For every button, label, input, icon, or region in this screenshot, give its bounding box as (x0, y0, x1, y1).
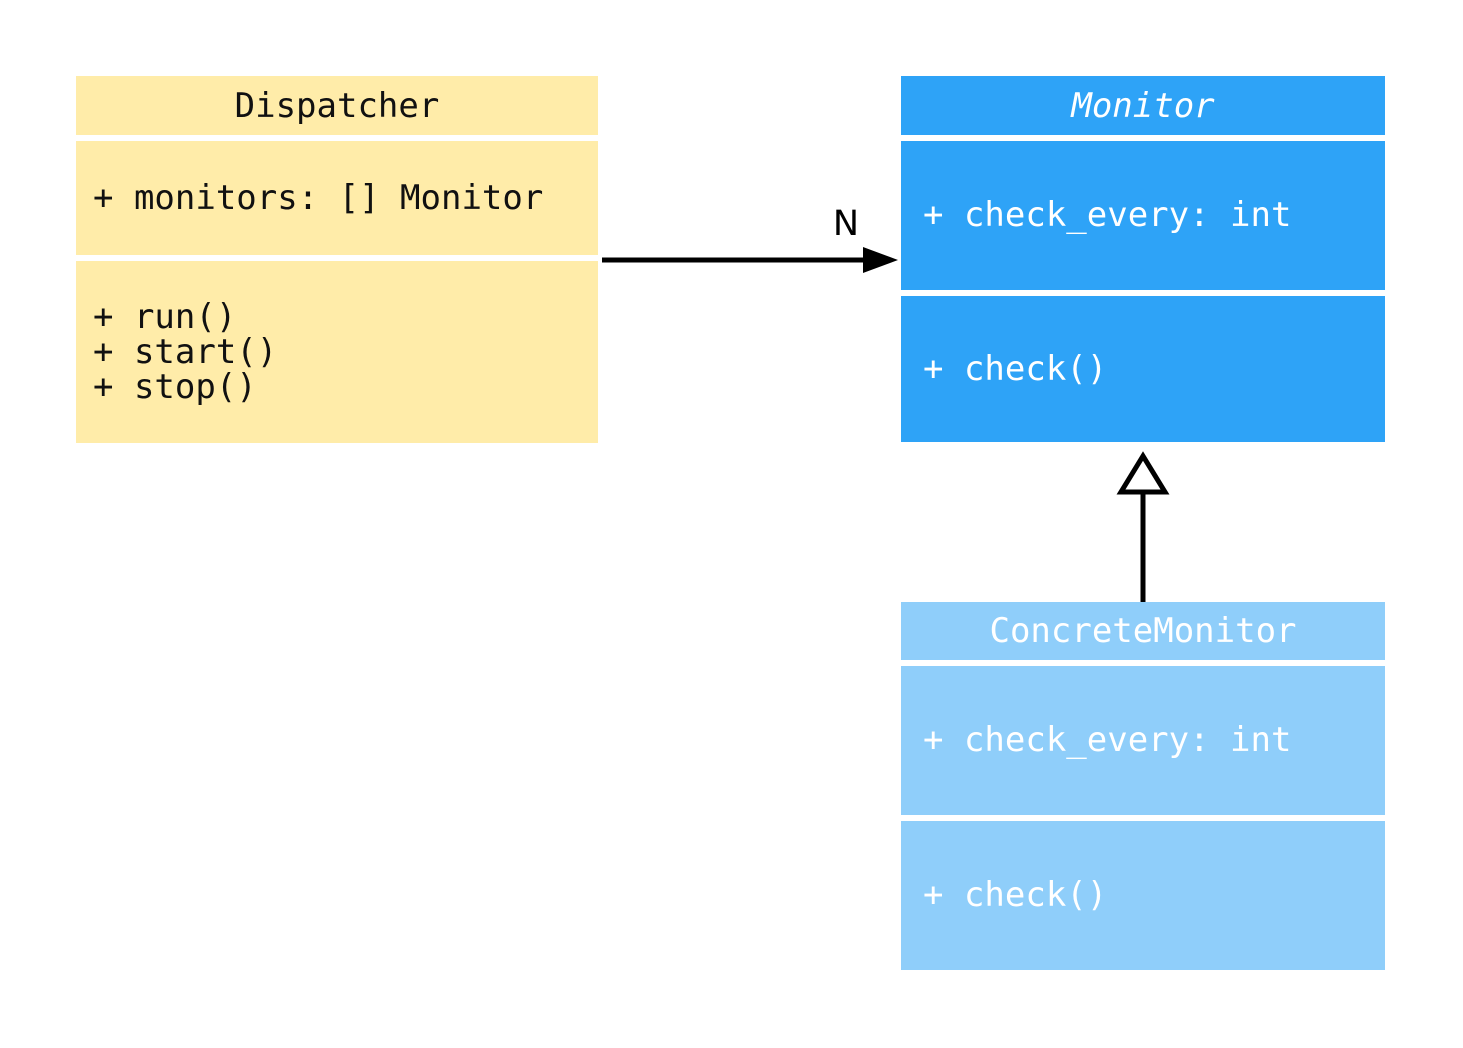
method-check: + check() (923, 875, 1108, 915)
class-concretemonitor-title: ConcreteMonitor (901, 602, 1385, 660)
association-arrowhead-icon (863, 247, 898, 273)
method-stop: + stop() (93, 366, 257, 407)
class-dispatcher-attributes: + monitors: [] Monitor (76, 141, 598, 255)
inheritance-triangle-icon (1116, 451, 1170, 495)
class-concretemonitor-methods: + check() (901, 821, 1385, 970)
class-dispatcher: Dispatcher + monitors: [] Monitor + run(… (76, 76, 598, 443)
method-check: + check() (923, 348, 1108, 389)
inheritance-concretemonitor-to-monitor (1116, 451, 1170, 602)
attribute-check-every: + check_every: int (923, 195, 1292, 235)
association-dispatcher-to-monitor (602, 247, 898, 273)
method-run: + run() (93, 296, 237, 337)
class-monitor: Monitor + check_every: int + check() (901, 76, 1385, 442)
class-monitor-attributes: + check_every: int (901, 141, 1385, 290)
class-concretemonitor-attributes: + check_every: int (901, 666, 1385, 815)
method-start: + start() (93, 331, 278, 372)
class-monitor-title: Monitor (901, 76, 1385, 135)
class-dispatcher-methods: + run() + start() + stop() (76, 261, 598, 443)
attribute-monitors: + monitors: [] Monitor (93, 177, 544, 218)
attribute-check-every: + check_every: int (923, 720, 1292, 760)
class-monitor-methods: + check() (901, 296, 1385, 442)
association-multiplicity-label: N (832, 204, 860, 244)
class-concretemonitor: ConcreteMonitor + check_every: int + che… (901, 602, 1385, 970)
class-dispatcher-title: Dispatcher (76, 76, 598, 135)
